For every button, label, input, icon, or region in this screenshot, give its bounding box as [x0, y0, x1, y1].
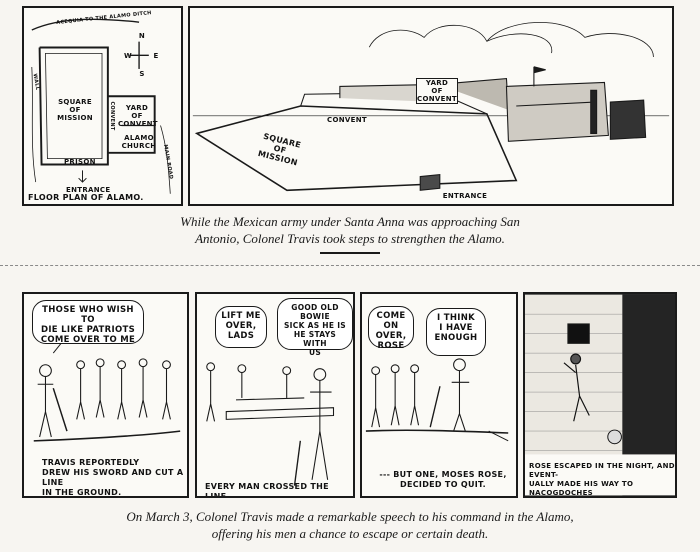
strip-panel-1: THOSE WHO WISH TO DIE LIKE PATRIOTS COME…: [22, 292, 189, 498]
moses-rose-drawing: [365, 358, 509, 442]
panel-2-caption: EVERY MAN CROSSED THE LINE ----: [205, 482, 329, 498]
strip-panel-3: COME ON OVER, ROSE I THINK I HAVE ENOUGH…: [360, 292, 518, 498]
aerial-yard-of-convent-label: YARD OF CONVENT: [416, 78, 458, 104]
floor-plan-title: FLOOR PLAN OF ALAMO.: [28, 193, 144, 202]
come-on-over-bubble: COME ON OVER, ROSE: [368, 306, 414, 351]
compass-e-label: E: [153, 52, 159, 60]
floor-plan-panel: ACEQUIA TO THE ALAMO DITCH N W E S WALL …: [22, 6, 183, 206]
entrance-label: ENTRANCE: [66, 186, 111, 194]
aerial-entrance-label: ENTRANCE: [442, 192, 488, 200]
panel-4-caption: ROSE ESCAPED IN THE NIGHT, AND EVENT- UA…: [529, 462, 675, 497]
page-divider: [0, 265, 700, 266]
strip-panel-4: ROSE ESCAPED IN THE NIGHT, AND EVENT- UA…: [523, 292, 677, 498]
compass-w-label: W: [124, 52, 133, 60]
yard-of-convent-label: YARD OF CONVENT: [118, 104, 158, 128]
floor-plan-drawing: [31, 18, 171, 194]
alamo-church-label: ALAMO CHURCH: [121, 134, 157, 150]
square-of-mission-label: SQUARE OF MISSION: [57, 98, 93, 122]
lift-me-over-bubble: LIFT ME OVER, LADS: [215, 306, 267, 348]
travis-soldiers-drawing: [33, 333, 181, 442]
caption-bottom: On March 3, Colonel Travis made a remark…: [126, 509, 574, 541]
compass-s-label: S: [139, 70, 145, 78]
bowie-carried-drawing: [206, 362, 335, 486]
caption-divider: [320, 252, 380, 254]
panel-1-caption: TRAVIS REPORTEDLY DREW HIS SWORD AND CUT…: [42, 458, 184, 497]
convent-label: CONVENT: [109, 101, 115, 131]
good-old-bowie-bubble: GOOD OLD BOWIE SICK AS HE IS HE STAYS WI…: [277, 298, 353, 357]
alamo-aerial-drawing: [192, 22, 670, 192]
i-think-i-have-enough-bubble: I THINK I HAVE ENOUGH: [426, 308, 486, 356]
alamo-aerial-panel: YARD OF CONVENT CONVENT SQUARE OF MISSIO…: [188, 6, 674, 206]
prison-label: PRISON: [64, 158, 96, 166]
aerial-convent-label: CONVENT: [327, 116, 367, 124]
panel-3-caption: --- BUT ONE, MOSES ROSE, DECIDED TO QUIT…: [379, 470, 507, 489]
strip-panel-2: LIFT ME OVER, LADS GOOD OLD BOWIE SICK A…: [195, 292, 355, 498]
travis-speech-bubble: THOSE WHO WISH TO DIE LIKE PATRIOTS COME…: [32, 300, 144, 345]
caption-top: While the Mexican army under Santa Anna …: [180, 214, 520, 246]
rose-escape-drawing: [525, 294, 675, 496]
compass-n-label: N: [138, 32, 146, 40]
